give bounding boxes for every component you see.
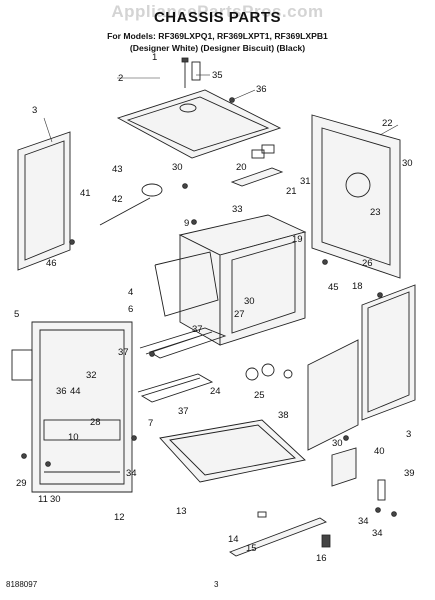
callout-22: 22 [382,118,393,129]
drawer-rail [229,517,327,557]
callout-21: 21 [286,186,297,197]
callout-30: 30 [172,162,183,173]
diagram-title: CHASSIS PARTS [153,9,282,26]
callout-37: 37 [118,347,129,358]
document-number: 8188097 [6,580,38,589]
callout-29: 29 [16,478,27,489]
callout-7: 7 [148,418,153,429]
callout-43: 43 [112,164,123,175]
callout-36: 36 [56,386,67,397]
callout-30: 30 [244,296,255,307]
callout-40: 40 [374,446,385,457]
callout-16: 16 [316,553,327,564]
callout-37: 37 [192,324,203,335]
callout-31: 31 [300,176,311,187]
right-side-panel [361,284,416,421]
callout-3: 3 [32,105,37,116]
model-list: For Models: RF369LXPQ1, RF369LXPT1, RF36… [107,31,328,41]
callout-34: 34 [358,516,369,527]
callout-9: 9 [184,218,189,229]
callout-32: 32 [86,370,97,381]
callout-1: 1 [152,52,157,63]
oven-door [31,321,133,493]
callout-27: 27 [234,309,245,320]
callout-34: 34 [126,468,137,479]
callout-25: 25 [254,390,265,401]
callout-30: 30 [402,158,413,169]
callout-42: 42 [112,194,123,205]
side-trim [307,339,359,451]
callout-2: 2 [118,73,123,84]
callout-30: 30 [332,438,343,449]
callout-12: 12 [114,512,125,523]
callout-28: 28 [90,417,101,428]
callout-3: 3 [406,429,411,440]
callout-10: 10 [68,432,79,443]
finish-list: (Designer White) (Designer Biscuit) (Bla… [129,43,306,53]
callout-18: 18 [352,281,363,292]
callout-36: 36 [256,84,267,95]
left-side-panel [17,131,71,271]
callout-26: 26 [362,258,373,269]
top-panel [116,89,282,159]
callout-34: 34 [372,528,383,539]
callout-20: 20 [236,162,247,173]
callout-30: 30 [50,494,61,505]
callout-46: 46 [46,258,57,269]
callout-13: 13 [176,506,187,517]
callout-39: 39 [404,468,415,479]
callout-41: 41 [80,188,91,199]
page-number: 3 [214,580,219,589]
callout-38: 38 [278,410,289,421]
callout-37: 37 [178,406,189,417]
broil-element [139,327,227,359]
callout-44: 44 [70,386,81,397]
callout-19: 19 [292,234,303,245]
bake-element [137,373,214,403]
callout-11: 11 [38,494,48,505]
callout-24: 24 [210,386,221,397]
callout-4: 4 [128,287,133,298]
callout-23: 23 [370,207,381,218]
callout-5: 5 [14,309,19,320]
watermark: AppliancePartsPros.com [111,2,324,21]
callout-33: 33 [232,204,243,215]
callout-6: 6 [128,304,133,315]
callout-14: 14 [228,534,239,545]
callout-15: 15 [246,543,257,554]
callout-35: 35 [212,70,223,81]
callout-45: 45 [328,282,339,293]
